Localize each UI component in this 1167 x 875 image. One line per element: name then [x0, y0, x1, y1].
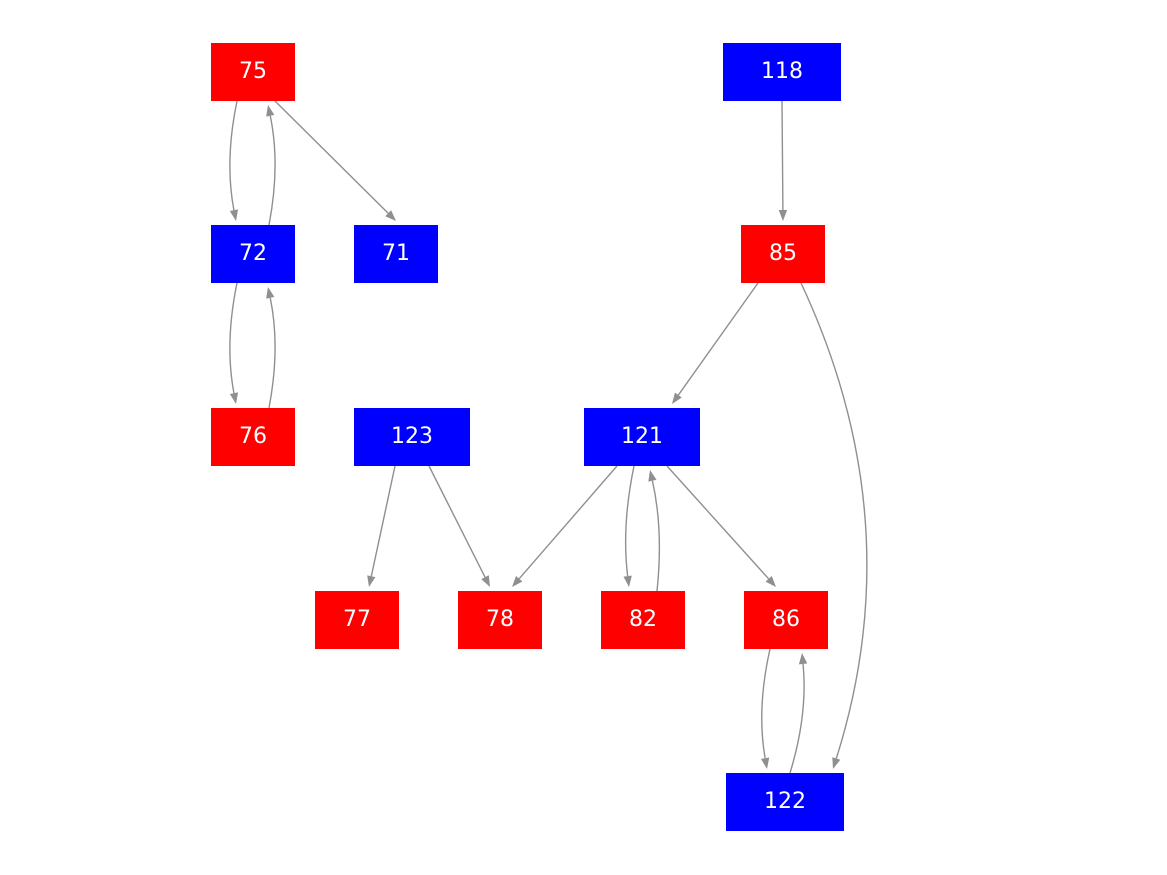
edge-line-85-121 [677, 282, 759, 396]
arrowhead-icon [648, 470, 657, 482]
arrowhead-icon [229, 392, 239, 404]
edge-line-121-82 [624, 465, 635, 577]
edge-123-78 [428, 465, 490, 587]
arrowhead-icon [623, 575, 632, 587]
edge-line-75-72 [229, 100, 238, 211]
edge-line-122-86 [789, 663, 805, 774]
graph-node-85: 85 [741, 225, 825, 283]
edge-86-122 [760, 648, 771, 769]
graph-node-71: 71 [354, 225, 438, 283]
graph-node-118: 118 [723, 43, 841, 101]
arrowhead-icon [266, 105, 275, 117]
edge-72-76 [229, 282, 239, 404]
edge-line-82-121 [651, 480, 661, 592]
edge-75-71 [274, 100, 396, 221]
edge-85-121 [672, 282, 759, 404]
arrowhead-icon [385, 210, 396, 221]
edge-line-76-72 [268, 297, 276, 409]
edge-line-121-78 [518, 465, 618, 580]
graph-node-121: 121 [584, 408, 700, 466]
graph-node-77: 77 [315, 591, 399, 649]
arrowhead-icon [760, 757, 770, 769]
edge-line-72-76 [229, 282, 238, 394]
arrowhead-icon [512, 575, 523, 587]
arrowhead-icon [778, 209, 788, 221]
arrowhead-icon [229, 209, 239, 221]
edge-75-72 [229, 100, 239, 221]
edge-85-122 [800, 282, 868, 769]
arrowhead-icon [367, 575, 376, 587]
edge-121-86 [666, 465, 776, 587]
arrowhead-icon [266, 287, 275, 299]
edge-line-123-78 [428, 465, 486, 578]
arrowhead-icon [832, 757, 841, 769]
arrowhead-icon [765, 576, 776, 587]
edge-line-75-71 [274, 100, 389, 214]
edge-line-121-86 [666, 465, 770, 580]
graph-node-76: 76 [211, 408, 295, 466]
edge-121-78 [512, 465, 618, 587]
arrowhead-icon [672, 392, 682, 404]
edge-121-82 [623, 465, 635, 587]
graph-node-123: 123 [354, 408, 470, 466]
edge-72-75 [266, 105, 276, 226]
edge-122-86 [789, 653, 808, 774]
graph-node-86: 86 [744, 591, 828, 649]
graph-node-72: 72 [211, 225, 295, 283]
edge-line-123-77 [370, 465, 396, 577]
edge-line-72-75 [268, 115, 276, 226]
graph-node-78: 78 [458, 591, 542, 649]
edge-line-85-122 [800, 282, 868, 759]
edge-82-121 [648, 470, 661, 592]
arrowhead-icon [481, 575, 490, 587]
arrowhead-icon [798, 653, 808, 665]
graph-node-82: 82 [601, 591, 685, 649]
edge-line-118-85 [781, 100, 784, 211]
edge-118-85 [778, 100, 788, 221]
edge-76-72 [266, 287, 276, 409]
edge-line-86-122 [761, 648, 771, 759]
graph-node-75: 75 [211, 43, 295, 101]
graph-node-122: 122 [726, 773, 844, 831]
edge-123-77 [367, 465, 396, 587]
